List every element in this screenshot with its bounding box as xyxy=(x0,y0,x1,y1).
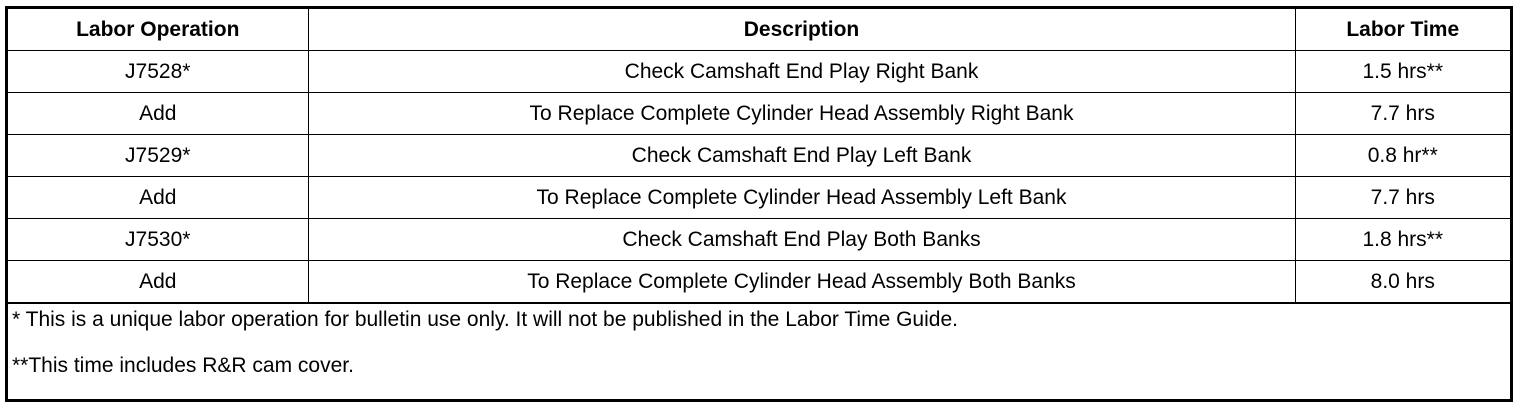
cell-labor-operation: Add xyxy=(8,176,309,219)
table-row: Add To Replace Complete Cylinder Head As… xyxy=(8,260,1510,303)
table-row: J7529* Check Camshaft End Play Left Bank… xyxy=(8,134,1510,177)
table-row: J7530* Check Camshaft End Play Both Bank… xyxy=(8,218,1510,261)
cell-labor-operation: Add xyxy=(8,260,309,303)
footnote-unique-operation: * This is a unique labor operation for b… xyxy=(12,308,958,331)
cell-description: To Replace Complete Cylinder Head Assemb… xyxy=(307,176,1296,219)
header-description: Description xyxy=(307,9,1296,51)
cell-description: Check Camshaft End Play Both Banks xyxy=(307,218,1296,261)
table-header-row: Labor Operation Description Labor Time xyxy=(8,9,1510,51)
header-labor-operation: Labor Operation xyxy=(8,9,309,51)
header-labor-time: Labor Time xyxy=(1294,9,1510,51)
footnotes: * This is a unique labor operation for b… xyxy=(8,303,1510,398)
cell-labor-operation: J7530* xyxy=(8,218,309,261)
table-row: Add To Replace Complete Cylinder Head As… xyxy=(8,176,1510,219)
labor-time-table: Labor Operation Description Labor Time J… xyxy=(8,9,1510,303)
cell-labor-operation: Add xyxy=(8,92,309,135)
cell-labor-time: 7.7 hrs xyxy=(1294,92,1510,135)
footnote-cam-cover: **This time includes R&R cam cover. xyxy=(12,354,354,377)
cell-labor-operation: J7528* xyxy=(8,50,309,93)
cell-labor-time: 1.5 hrs** xyxy=(1294,50,1510,93)
cell-labor-time: 0.8 hr** xyxy=(1294,134,1510,177)
cell-description: Check Camshaft End Play Left Bank xyxy=(307,134,1296,177)
cell-description: Check Camshaft End Play Right Bank xyxy=(307,50,1296,93)
labor-time-table-frame: Labor Operation Description Labor Time J… xyxy=(5,6,1513,402)
cell-labor-time: 1.8 hrs** xyxy=(1294,218,1510,261)
cell-labor-time: 7.7 hrs xyxy=(1294,176,1510,219)
cell-description: To Replace Complete Cylinder Head Assemb… xyxy=(307,260,1296,303)
cell-description: To Replace Complete Cylinder Head Assemb… xyxy=(307,92,1296,135)
table-row: Add To Replace Complete Cylinder Head As… xyxy=(8,92,1510,135)
cell-labor-time: 8.0 hrs xyxy=(1294,260,1510,303)
table-row: J7528* Check Camshaft End Play Right Ban… xyxy=(8,50,1510,93)
cell-labor-operation: J7529* xyxy=(8,134,309,177)
